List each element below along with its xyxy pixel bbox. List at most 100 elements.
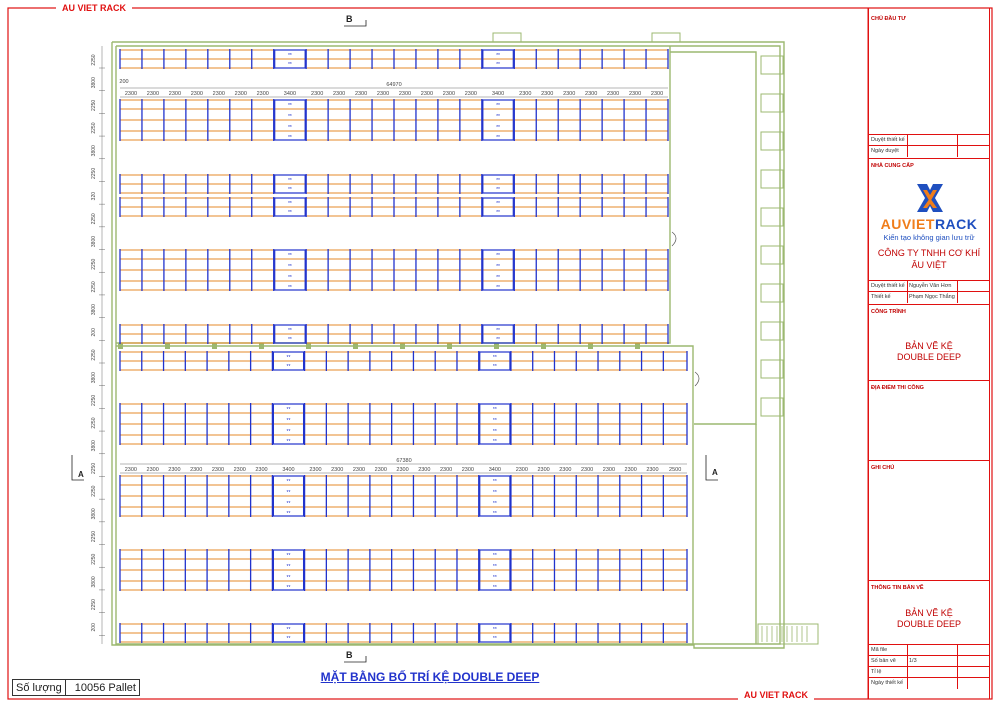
vertical-dimension: 3800	[91, 440, 97, 451]
side-panel	[760, 283, 784, 303]
section-b-bottom: B	[346, 650, 353, 660]
section-b-marker	[344, 20, 367, 27]
lower-block-wall	[116, 345, 694, 644]
pallet-mark: **	[288, 253, 292, 259]
bay-dimension: 2300	[147, 91, 159, 97]
vertical-dimension: 3800	[91, 236, 97, 247]
pallet-mark: **	[287, 585, 291, 591]
side-panel	[760, 359, 784, 379]
pallet-mark: **	[496, 337, 500, 343]
bay-dimension: 2300	[235, 91, 247, 97]
pallet-mark: **	[493, 407, 497, 413]
bay-dimension: 3400	[284, 91, 296, 97]
side-panel	[760, 207, 784, 227]
vertical-dimension: 2250	[91, 417, 97, 428]
bay-dimension: 2300	[257, 91, 269, 97]
pallet-mark: **	[496, 328, 500, 334]
quantity-value: 10056 Pallet	[74, 681, 136, 694]
door-top	[651, 32, 681, 43]
info-line1: BẢN VẼ KỆ	[905, 608, 953, 618]
column	[118, 343, 123, 349]
pallet-mark: **	[496, 135, 500, 141]
vertical-dimension: 2250	[91, 54, 97, 65]
bay-dimension: 2300	[559, 467, 571, 473]
company-name-line1: CÔNG TY TNHH CƠ KHÍ	[877, 248, 981, 258]
tunnel-bay	[272, 475, 305, 517]
bay-dimension: 2300	[537, 467, 549, 473]
pallet-mark: **	[287, 479, 291, 485]
tunnel-bay	[274, 324, 306, 344]
side-panel	[760, 321, 784, 341]
column	[212, 343, 217, 349]
tunnel-bay	[479, 351, 511, 371]
bay-dimension: 2300	[629, 91, 641, 97]
bay-dimension: 3400	[489, 467, 501, 473]
pallet-mark: **	[493, 479, 497, 485]
auvietrack-logo-icon	[917, 184, 943, 212]
pallet-mark: **	[288, 53, 292, 59]
section-a-right: A	[712, 468, 718, 477]
pallet-mark: **	[493, 439, 497, 445]
bay-dimension: 2300	[399, 91, 411, 97]
pallet-mark: **	[496, 253, 500, 259]
pallet-mark: **	[288, 103, 292, 109]
pallet-mark: **	[493, 511, 497, 517]
bay-dimension: 2300	[125, 467, 137, 473]
vertical-dimension: 2250	[91, 213, 97, 224]
vertical-dimension: 2250	[91, 463, 97, 474]
vertical-dimension: 3800	[91, 372, 97, 383]
door-top	[492, 32, 522, 43]
company-tagline: Kiến tạo không gian lưu trữ	[883, 233, 975, 242]
bay-dimension: 2300	[355, 91, 367, 97]
tunnel-bay	[274, 49, 306, 69]
bay-dimension: 2300	[169, 91, 181, 97]
bay-dimension: 3400	[492, 91, 504, 97]
pallet-mark: **	[288, 62, 292, 68]
column	[541, 343, 546, 349]
owner-header: CHỦ ĐẦU TƯ	[871, 16, 906, 22]
bay-dimension: 2300	[234, 467, 246, 473]
owner-row: Duyệt thiết kế	[869, 134, 989, 146]
tunnel-bay	[274, 174, 306, 194]
side-panel	[760, 397, 784, 417]
section-a-left: A	[78, 470, 84, 479]
designer-row: Thiết kế Phạm Ngọc Thắng	[869, 291, 989, 303]
bay-dimension: 2300	[353, 467, 365, 473]
project-header: CÔNG TRÌNH	[871, 309, 906, 315]
tunnel-bay	[272, 351, 305, 371]
pallet-mark: **	[288, 337, 292, 343]
pallet-mark: **	[493, 553, 497, 559]
vertical-dimension: 3800	[91, 77, 97, 88]
door-swing	[671, 231, 677, 247]
column	[165, 343, 170, 349]
bay-dimension: 2300	[418, 467, 430, 473]
info-row: Ngày thiết kế	[869, 677, 989, 689]
lower-total-dimension: 67380	[396, 458, 411, 464]
bay-dimension: 2300	[147, 467, 159, 473]
pallet-mark: **	[288, 275, 292, 281]
pallet-mark: **	[287, 407, 291, 413]
vertical-dimension: 2250	[91, 100, 97, 111]
pallet-mark: **	[496, 53, 500, 59]
bay-dimension: 2300	[603, 467, 615, 473]
bay-dimension: 2300	[465, 91, 477, 97]
pallet-mark: **	[496, 187, 500, 193]
tunnel-bay	[272, 403, 305, 445]
pallet-mark: **	[287, 501, 291, 507]
pallet-mark: **	[493, 585, 497, 591]
pallet-mark: **	[496, 275, 500, 281]
side-panel	[760, 169, 784, 189]
pallet-mark: **	[287, 627, 291, 633]
vertical-dimension: 2250	[91, 531, 97, 542]
bay-dimension: 2300	[212, 467, 224, 473]
section-b-top: B	[346, 14, 353, 24]
side-panel	[760, 93, 784, 113]
pallet-mark: **	[287, 439, 291, 445]
bay-dimension: 2300	[585, 91, 597, 97]
pallet-mark: **	[287, 490, 291, 496]
company-logo-text: AUVIETRACK	[880, 216, 978, 232]
info-header: THÔNG TIN BẢN VẼ	[871, 585, 924, 591]
pallet-mark: **	[493, 355, 497, 361]
pallet-mark: **	[288, 201, 292, 207]
